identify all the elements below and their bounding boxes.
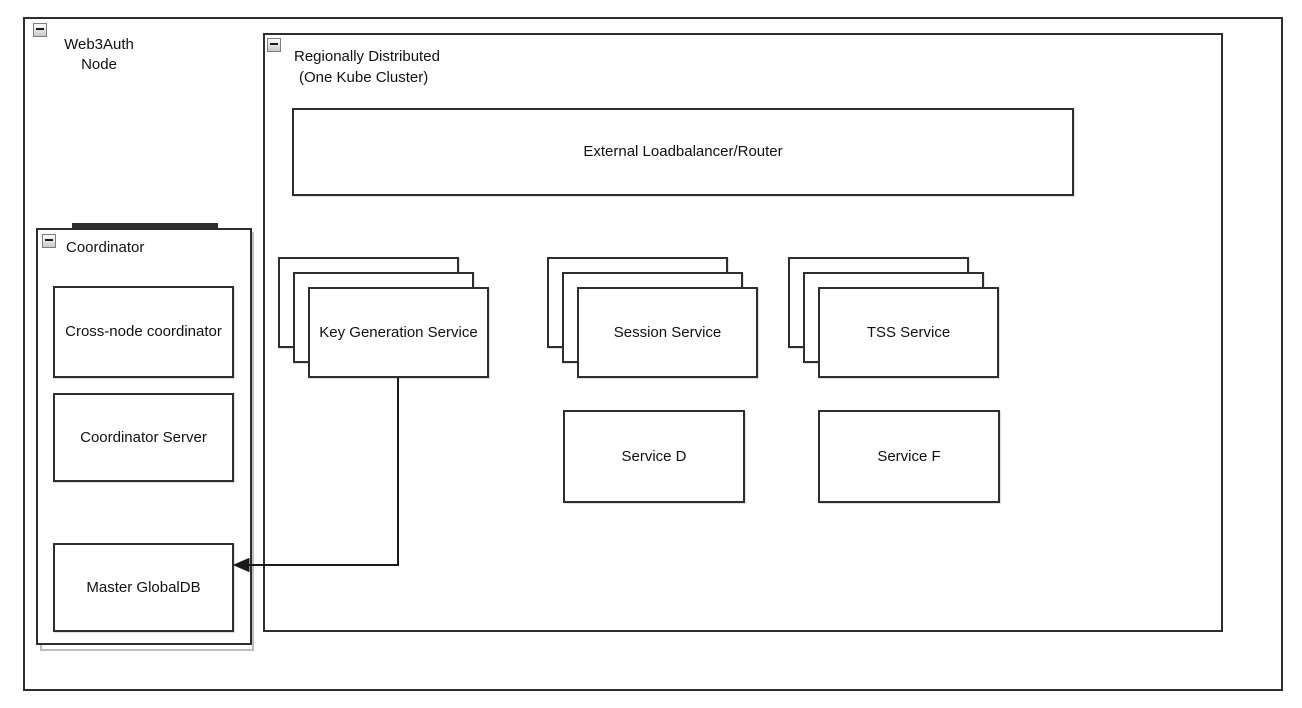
shape-service-d[interactable]: Service D (563, 410, 745, 503)
shape-key-generation-service[interactable]: Key Generation Service (308, 287, 489, 378)
web3auth-node-title: Web3Auth Node (40, 35, 158, 75)
shape-label: Cross-node coordinator (65, 323, 222, 340)
shape-label: Session Service (613, 323, 722, 341)
title-line: Web3Auth (64, 36, 134, 53)
shape-tss-service[interactable]: TSS Service (818, 287, 999, 378)
shape-external-loadbalancer[interactable]: External Loadbalancer/Router (292, 108, 1074, 196)
shape-master-globaldb[interactable]: Master GlobalDB (53, 543, 234, 632)
minus-icon (45, 239, 53, 241)
shape-label: TSS Service (866, 323, 951, 341)
coordinator-title: Coordinator (66, 239, 145, 256)
collapse-icon[interactable] (33, 23, 47, 37)
title-line: (One Kube Cluster) (299, 69, 429, 86)
collapse-icon[interactable] (267, 38, 281, 52)
shape-session-service[interactable]: Session Service (577, 287, 758, 378)
region-title: Regionally Distributed (One Kube Cluster… (294, 46, 440, 88)
shape-label: External Loadbalancer/Router (583, 143, 783, 160)
minus-icon (270, 43, 278, 45)
shape-label: Coordinator Server (80, 428, 207, 446)
title-line: Node (81, 56, 117, 73)
minus-icon (36, 28, 44, 30)
coordinator-group-edge (72, 223, 218, 229)
shape-cross-node-coordinator[interactable]: Cross-node coordinator (53, 286, 234, 378)
shape-coordinator-server[interactable]: Coordinator Server (53, 393, 234, 482)
shape-label: Service F (877, 447, 941, 465)
shape-label: Service D (621, 447, 687, 465)
shape-label: Master GlobalDB (86, 578, 201, 596)
shape-label: Key Generation Service (319, 323, 478, 341)
title-line: Regionally Distributed (294, 48, 440, 65)
collapse-icon[interactable] (42, 234, 56, 248)
shape-service-f[interactable]: Service F (818, 410, 1000, 503)
